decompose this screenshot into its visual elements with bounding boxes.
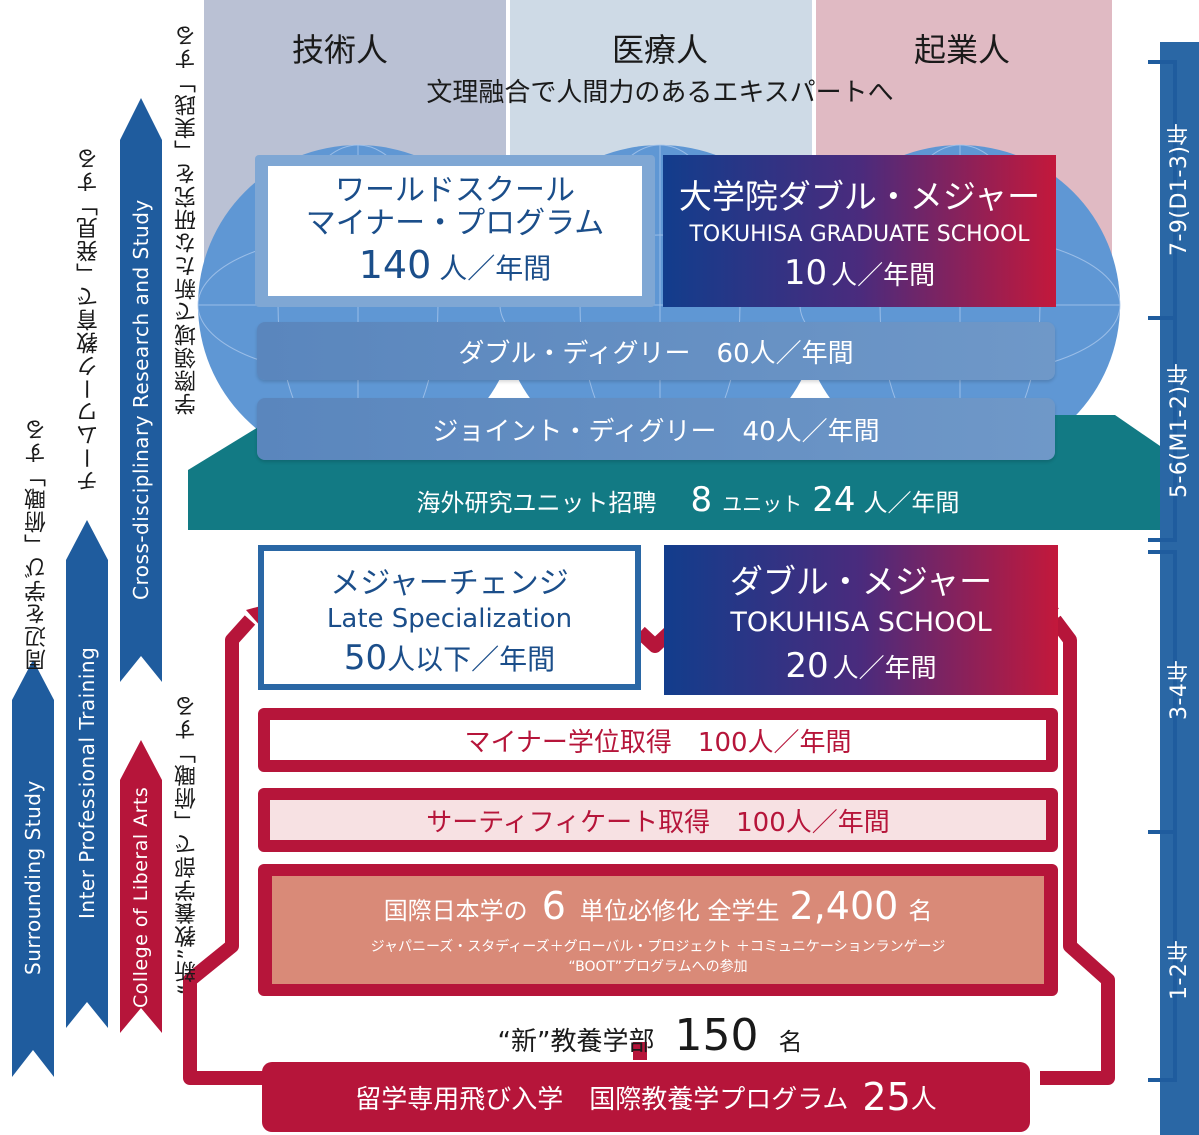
major-change-num: 50	[343, 637, 388, 678]
double-major-unit: 人／年間	[832, 653, 937, 684]
year-label-masters: 5-6(M1-2)年	[1167, 362, 1192, 498]
role-medical: 医療人	[611, 31, 708, 69]
double-major-num: 20	[785, 645, 829, 686]
cross-en: Cross-disciplinary Research and Study	[129, 199, 153, 601]
intl-mid: 単位必修化 全学生	[579, 897, 780, 925]
certificate-text: サーティフィケート取得 100人／年間	[426, 807, 890, 838]
certificate-bar: サーティフィケート取得 100人／年間	[270, 800, 1046, 840]
joint-degree-bar: ジョイント・ディグリー 40人／年間	[257, 398, 1055, 460]
overseas-label: 海外研究ユニット招聘	[416, 489, 657, 517]
year-label-1-2: 1-2年	[1167, 940, 1192, 1000]
interpro-jp: チームワーク教育で「発見」する	[77, 147, 102, 493]
year-brackets	[1148, 60, 1177, 1082]
liberal-jp: “新”教養学部で「俯瞰」する	[175, 694, 200, 996]
intl-japan-box: 国際日本学の 6 単位必修化 全学生 2,400 名 ジャパニーズ・スタディーズ…	[272, 876, 1044, 984]
overseas-mid: ユニット	[722, 492, 803, 516]
intl-num: 6	[541, 884, 566, 928]
major-change-title: メジャーチェンジ	[330, 565, 569, 601]
year-label-3-4: 3-4年	[1167, 660, 1192, 720]
minor-degree-bar: マイナー学位取得 100人／年間	[270, 720, 1046, 760]
double-major-box: ダブル・メジャー TOKUHISA SCHOOL 20 人／年間	[664, 545, 1058, 695]
abroad-unit: 人	[910, 1084, 937, 1115]
interpro-en: Inter Professional Training	[75, 646, 99, 920]
intl-unit: 名	[908, 897, 933, 925]
overseas-line: 海外研究ユニット招聘 8 ユニット 24 人／年間	[188, 480, 1188, 524]
graduate-dm-title: 大学院ダブル・メジャー	[678, 176, 1041, 216]
year-column	[1160, 42, 1199, 1135]
overseas-num2: 24	[812, 480, 856, 520]
year-label-doctoral: 7-9(D1-3)年	[1167, 123, 1192, 257]
abroad-label: 留学専用飛び入学 国際教養学プログラム	[355, 1084, 849, 1115]
role-engineer: 技術人	[291, 31, 388, 69]
major-change-unit: 人以下／年間	[387, 642, 556, 676]
new-faculty-line: “新”教養学部 150 名	[420, 1010, 880, 1061]
double-major-sub: TOKUHISA SCHOOL	[730, 606, 992, 638]
arrow-interpro-shape	[66, 520, 108, 1028]
abroad-bar: 留学専用飛び入学 国際教養学プログラム 25 人	[262, 1064, 1030, 1130]
abroad-num: 25	[862, 1075, 911, 1119]
liberal-en: College of Liberal Arts	[130, 786, 152, 1009]
major-change-box: メジャーチェンジ Late Specialization 50 人以下／年間	[258, 545, 641, 690]
double-degree-bar: ダブル・ディグリー 60人／年間	[257, 322, 1055, 380]
new-faculty-label: “新”教養学部	[497, 1027, 655, 1057]
minor-program-num: 140	[358, 243, 432, 287]
arrow-cross-shape	[120, 98, 162, 682]
arrow-liberal-shape	[120, 740, 162, 1033]
new-faculty-num: 150	[674, 1010, 759, 1061]
minor-program-unit: 人／年間	[439, 252, 552, 285]
double-degree-text: ダブル・ディグリー 60人／年間	[458, 338, 854, 369]
surrounding-jp: 周辺を学び「俯瞰」する	[25, 418, 50, 672]
arrow-surrounding-shape	[12, 660, 54, 1077]
role-entrepreneur: 起業人	[913, 31, 1010, 69]
graduate-double-major-box: 大学院ダブル・メジャー TOKUHISA GRADUATE SCHOOL 10 …	[663, 155, 1056, 307]
graduate-dm-num: 10	[783, 252, 828, 293]
intl-pre: 国際日本学の	[383, 897, 528, 925]
minor-program-box: ワールドスクール マイナー・プログラム 140 人／年間	[268, 166, 642, 296]
intl-total: 2,400	[789, 884, 899, 928]
overseas-unit: 人／年間	[863, 489, 960, 517]
cross-jp: 学際領域で新たな研究を「実践」する	[175, 24, 200, 416]
intl-sub2: “BOOT”プログラムへの参加	[568, 959, 748, 975]
major-change-sub: Late Specialization	[326, 603, 573, 634]
minor-program-title2: マイナー・プログラム	[305, 206, 605, 241]
intl-sub1: ジャパニーズ・スタディーズ＋グローバル・プロジェクト ＋コミュニケーションランゲ…	[370, 939, 946, 955]
minor-program-title1: ワールドスクール	[335, 173, 575, 208]
surrounding-en: Surrounding Study	[21, 780, 45, 975]
joint-degree-text: ジョイント・ディグリー 40人／年間	[432, 416, 880, 447]
abroad-frame	[262, 1062, 1030, 1132]
new-faculty-unit: 名	[778, 1028, 803, 1056]
minor-degree-text: マイナー学位取得 100人／年間	[464, 727, 852, 758]
graduate-dm-unit: 人／年間	[831, 260, 936, 291]
double-major-title: ダブル・メジャー	[729, 561, 993, 601]
graduate-dm-sub: TOKUHISA GRADUATE SCHOOL	[689, 221, 1030, 247]
top-subtitle: 文理融合で人間力のあるエキスパートへ	[426, 77, 894, 108]
overseas-num1: 8	[690, 480, 713, 520]
